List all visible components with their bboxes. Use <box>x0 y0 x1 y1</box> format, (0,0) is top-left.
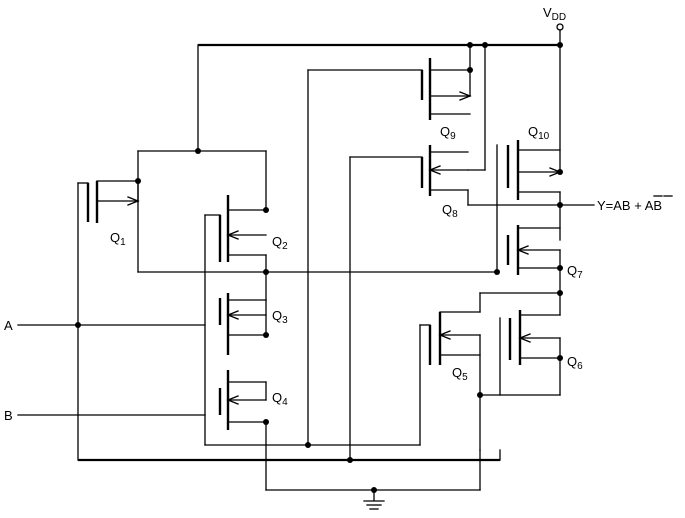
vdd-label: VDD <box>543 5 566 23</box>
q4-label: Q4 <box>272 390 288 408</box>
output-label: Y=AB + AB <box>597 198 662 213</box>
transistor-q3 <box>218 293 267 355</box>
transistor-q6 <box>479 294 561 396</box>
transistor-q10 <box>496 140 562 273</box>
transistor-q2 <box>204 195 267 301</box>
input-a-label: A <box>4 318 13 333</box>
input-wiring <box>17 182 501 462</box>
q5-label: Q5 <box>452 365 468 383</box>
q1-label: Q1 <box>110 230 126 248</box>
transistor-q4 <box>218 370 267 491</box>
input-b-label: B <box>4 408 13 423</box>
q2-label: Q2 <box>272 234 288 252</box>
transistor-q5 <box>419 292 561 451</box>
transistor-q1 <box>77 180 140 223</box>
ground-symbol <box>265 449 481 510</box>
transistor-q8 <box>349 145 561 461</box>
mid-node <box>137 200 498 273</box>
q9-label: Q9 <box>440 124 456 142</box>
vdd-terminal <box>556 23 564 173</box>
transistor-q9 <box>307 58 472 446</box>
q6-label: Q6 <box>567 354 583 372</box>
transistor-q7 <box>506 225 561 296</box>
q7-label: Q7 <box>567 263 583 281</box>
q3-label: Q3 <box>272 308 288 326</box>
q10-label: Q10 <box>528 124 550 142</box>
q8-label: Q8 <box>442 202 458 220</box>
vdd-bus <box>137 43 560 211</box>
